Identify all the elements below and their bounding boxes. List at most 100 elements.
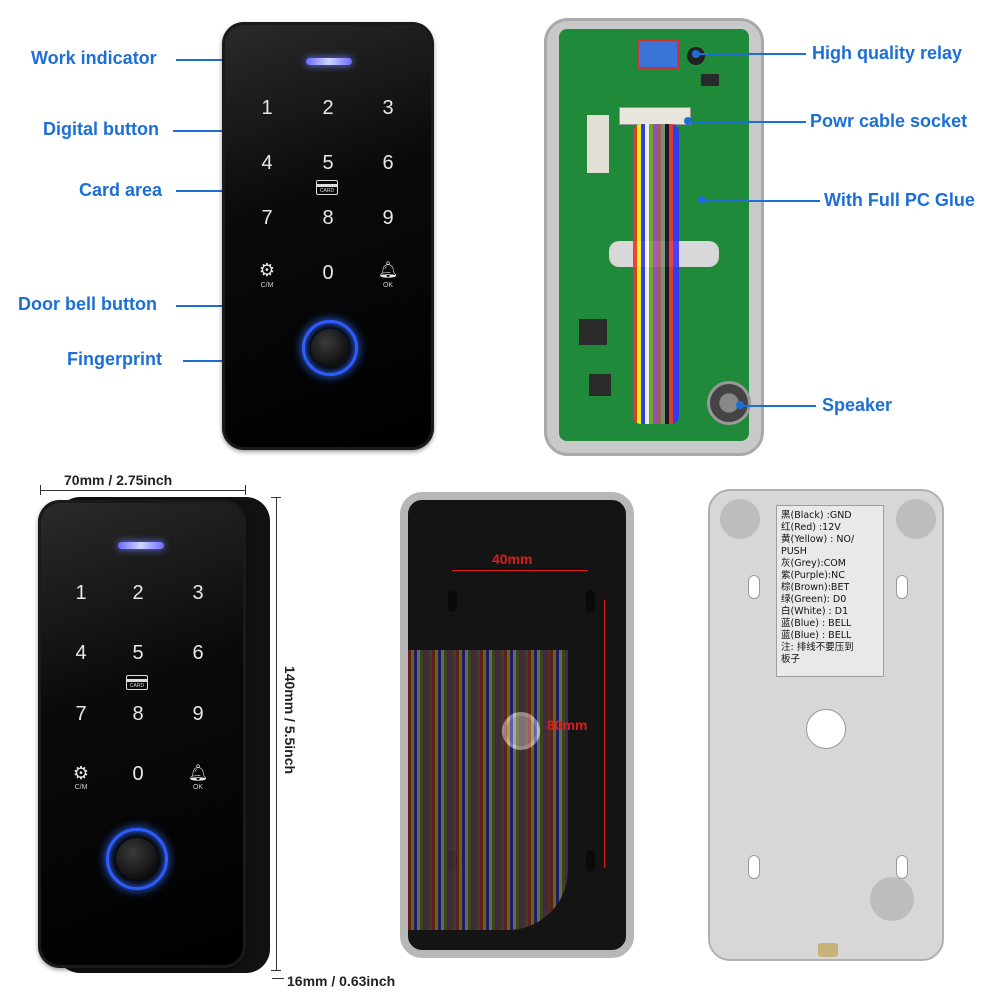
fingerprint-sensor (302, 320, 358, 376)
height-dimension-label: 140mm / 5.5inch (282, 665, 298, 775)
key-1: 1 (75, 582, 87, 604)
key-0: 0 (132, 763, 144, 785)
cable-bundle (408, 650, 568, 930)
wiring-line: 白(White) : D1 (781, 606, 849, 617)
ok-label: OK (192, 784, 204, 791)
key-3: 3 (192, 582, 204, 604)
mounting-slot (448, 850, 457, 872)
wiring-line: 黄(Yellow) : NO/ (781, 534, 855, 545)
wiring-line: 蓝(Blue) : BELL (781, 618, 852, 629)
key-6: 6 (382, 152, 394, 174)
work-indicator-led (118, 542, 164, 549)
depth-dimension-line (272, 978, 284, 979)
key-9: 9 (382, 207, 394, 229)
wiring-line: 红(Red) :12V (781, 522, 841, 533)
hole-h-dimension-line (452, 570, 588, 571)
gear-icon: ⚙ (72, 763, 90, 783)
mounting-slot (748, 575, 760, 599)
wiring-line: 灰(Grey):COM (781, 558, 846, 569)
drain-notch (818, 943, 838, 957)
wiring-line: PUSH (781, 546, 807, 557)
hole-v-dimension-line (604, 600, 605, 868)
wiring-line: 棕(Brown):BET (781, 582, 850, 593)
key-9: 9 (192, 703, 204, 725)
screw-boss (720, 499, 760, 539)
key-7: 7 (75, 703, 87, 725)
work-indicator-led (306, 58, 352, 65)
height-dimension-line (276, 497, 277, 971)
callout-high-quality-relay: High quality relay (812, 43, 963, 63)
back-plate-wired (400, 492, 634, 958)
wiring-line: 板子 (781, 654, 801, 665)
callout-full-pc-glue: With Full PC Glue (824, 190, 975, 210)
bell-icon: 🔔︎ (377, 262, 399, 279)
key-1: 1 (261, 97, 273, 119)
key-0: 0 (322, 262, 334, 284)
cable-socket (619, 107, 691, 125)
leader-pc-glue (702, 200, 820, 202)
cm-label: C/M (260, 282, 274, 289)
key-5: 5 (132, 642, 144, 664)
mounting-slot (586, 590, 595, 612)
chip (579, 319, 607, 345)
callout-speaker: Speaker (822, 395, 893, 415)
relay (637, 39, 679, 69)
key-8: 8 (132, 703, 144, 725)
key-3: 3 (382, 97, 394, 119)
wire-bundle (633, 124, 679, 424)
callout-work-indicator: Work indicator (31, 48, 157, 68)
cm-label: C/M (74, 784, 88, 791)
speaker-component (707, 381, 751, 425)
screw-boss (870, 877, 914, 921)
fingerprint-sensor (106, 828, 168, 890)
keypad-front-top: 1 2 3 4 5 6 CARD 7 8 9 ⚙ C/M 0 🔔︎ OK (222, 22, 434, 450)
cable-hole (502, 712, 540, 750)
key-4: 4 (261, 152, 273, 174)
back-cover: 黑(Black) :GND 红(Red) :12V 黄(Yellow) : NO… (708, 489, 944, 961)
key-2: 2 (132, 582, 144, 604)
leader-power-socket (688, 121, 806, 123)
leader-digital-button (173, 130, 235, 132)
hole-h-dimension-label: 40mm (492, 551, 533, 567)
mounting-slot (896, 575, 908, 599)
key-6: 6 (192, 642, 204, 664)
gear-icon: ⚙ (258, 260, 276, 280)
wiring-line: 紫(Purple):NC (781, 570, 845, 581)
dim-tick (271, 970, 281, 971)
callout-digital-button: Digital button (43, 119, 159, 139)
dim-tick (40, 485, 41, 495)
mounting-slot (586, 850, 595, 872)
callout-power-cable-socket: Powr cable socket (810, 111, 968, 131)
wiring-line: 注: 排线不要压到 (781, 642, 854, 653)
keypad-front-bottom: 1 2 3 4 5 6 CARD 7 8 9 ⚙ C/M 0 🔔︎ OK (38, 500, 246, 968)
key-4: 4 (75, 642, 87, 664)
width-dimension-line (40, 490, 246, 491)
mounting-slot (896, 855, 908, 879)
chip (589, 374, 611, 396)
key-7: 7 (261, 207, 273, 229)
fingerprint-pad (116, 838, 158, 880)
chip (701, 74, 719, 86)
mounting-slot (748, 855, 760, 879)
wiring-label: 黑(Black) :GND 红(Red) :12V 黄(Yellow) : NO… (776, 505, 884, 677)
wiring-line: 绿(Green): D0 (781, 594, 847, 605)
key-2: 2 (322, 97, 334, 119)
width-dimension-label: 70mm / 2.75inch (64, 472, 173, 488)
wiring-line: 蓝(Blue) : BELL (781, 630, 852, 641)
fingerprint-pad (311, 329, 349, 367)
callout-fingerprint: Fingerprint (67, 349, 162, 369)
hole-v-dimension-label: 80mm (547, 717, 588, 733)
card-icon: CARD (316, 180, 338, 195)
leader-relay (696, 53, 806, 55)
mounting-slot (448, 590, 457, 612)
pcb-housing (544, 18, 764, 456)
leader-speaker (740, 405, 816, 407)
wiring-line: 黑(Black) :GND (781, 510, 852, 521)
callout-door-bell-button: Door bell button (18, 294, 157, 314)
card-icon: CARD (126, 675, 148, 690)
bell-icon: 🔔︎ (187, 765, 209, 782)
sticker (587, 115, 609, 173)
callout-card-area: Card area (79, 180, 163, 200)
screw-boss (896, 499, 936, 539)
dim-tick (245, 485, 246, 495)
